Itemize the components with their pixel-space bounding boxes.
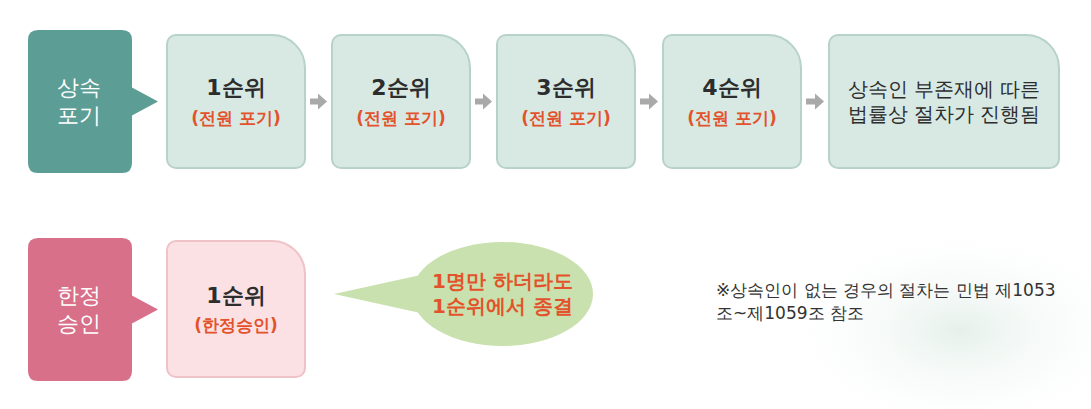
arrow-shaft bbox=[310, 99, 318, 105]
process-box: 3순위 (전원 포기) bbox=[496, 34, 636, 169]
node-title: 상속인 부존재에 따른 법률상 절차가 진행됨 bbox=[844, 77, 1044, 127]
tab-outline bbox=[28, 238, 158, 381]
flow-arrow bbox=[475, 94, 492, 110]
arrow-shaft bbox=[806, 99, 815, 105]
process-box: 1순위 (전원 포기) bbox=[166, 34, 306, 169]
arrow-head bbox=[483, 94, 492, 110]
tab-shape bbox=[28, 238, 158, 381]
node-title: 한정 승인 bbox=[49, 282, 109, 337]
speech-bubble: 1명만 하더라도 1순위에서 종결 bbox=[330, 240, 595, 348]
arrow-head bbox=[649, 94, 658, 110]
flow-arrow bbox=[806, 94, 824, 110]
tab-shape bbox=[28, 30, 158, 173]
node-subtitle: (전원 포기) bbox=[521, 108, 610, 129]
node-title: 4순위 bbox=[702, 74, 761, 102]
arrow-head bbox=[318, 94, 327, 110]
process-box: 상속인 부존재에 따른 법률상 절차가 진행됨 bbox=[828, 34, 1060, 169]
bubble-body bbox=[412, 242, 593, 346]
tab-outline bbox=[28, 30, 158, 173]
node-subtitle: (전원 포기) bbox=[191, 108, 280, 129]
node-title: 1순위 bbox=[206, 74, 265, 102]
node-title: 1순위 bbox=[206, 282, 265, 310]
node-subtitle: (전원 포기) bbox=[687, 108, 776, 129]
arrow-head bbox=[815, 94, 824, 110]
process-box: 1순위 (한정승인) bbox=[166, 240, 306, 378]
footnote: ※상속인이 없는 경우의 절차는 민법 제1053조~제1059조 참조 bbox=[716, 279, 1056, 325]
node-title: 1명만 하더라도 1순위에서 종결 bbox=[418, 269, 588, 319]
node-title: 상속 포기 bbox=[49, 74, 109, 129]
process-box: 4순위 (전원 포기) bbox=[662, 34, 802, 169]
category-tab: 상속 포기 bbox=[28, 30, 158, 173]
category-tab: 한정 승인 bbox=[28, 238, 158, 381]
node-title: 3순위 bbox=[536, 74, 595, 102]
arrow-shaft bbox=[640, 99, 649, 105]
node-subtitle: (한정승인) bbox=[194, 315, 278, 336]
node-subtitle: (전원 포기) bbox=[356, 108, 445, 129]
process-box: 2순위 (전원 포기) bbox=[331, 34, 471, 169]
flow-arrow bbox=[640, 94, 658, 110]
arrow-shaft bbox=[475, 99, 483, 105]
flow-arrow bbox=[310, 94, 327, 110]
node-title: 2순위 bbox=[371, 74, 430, 102]
